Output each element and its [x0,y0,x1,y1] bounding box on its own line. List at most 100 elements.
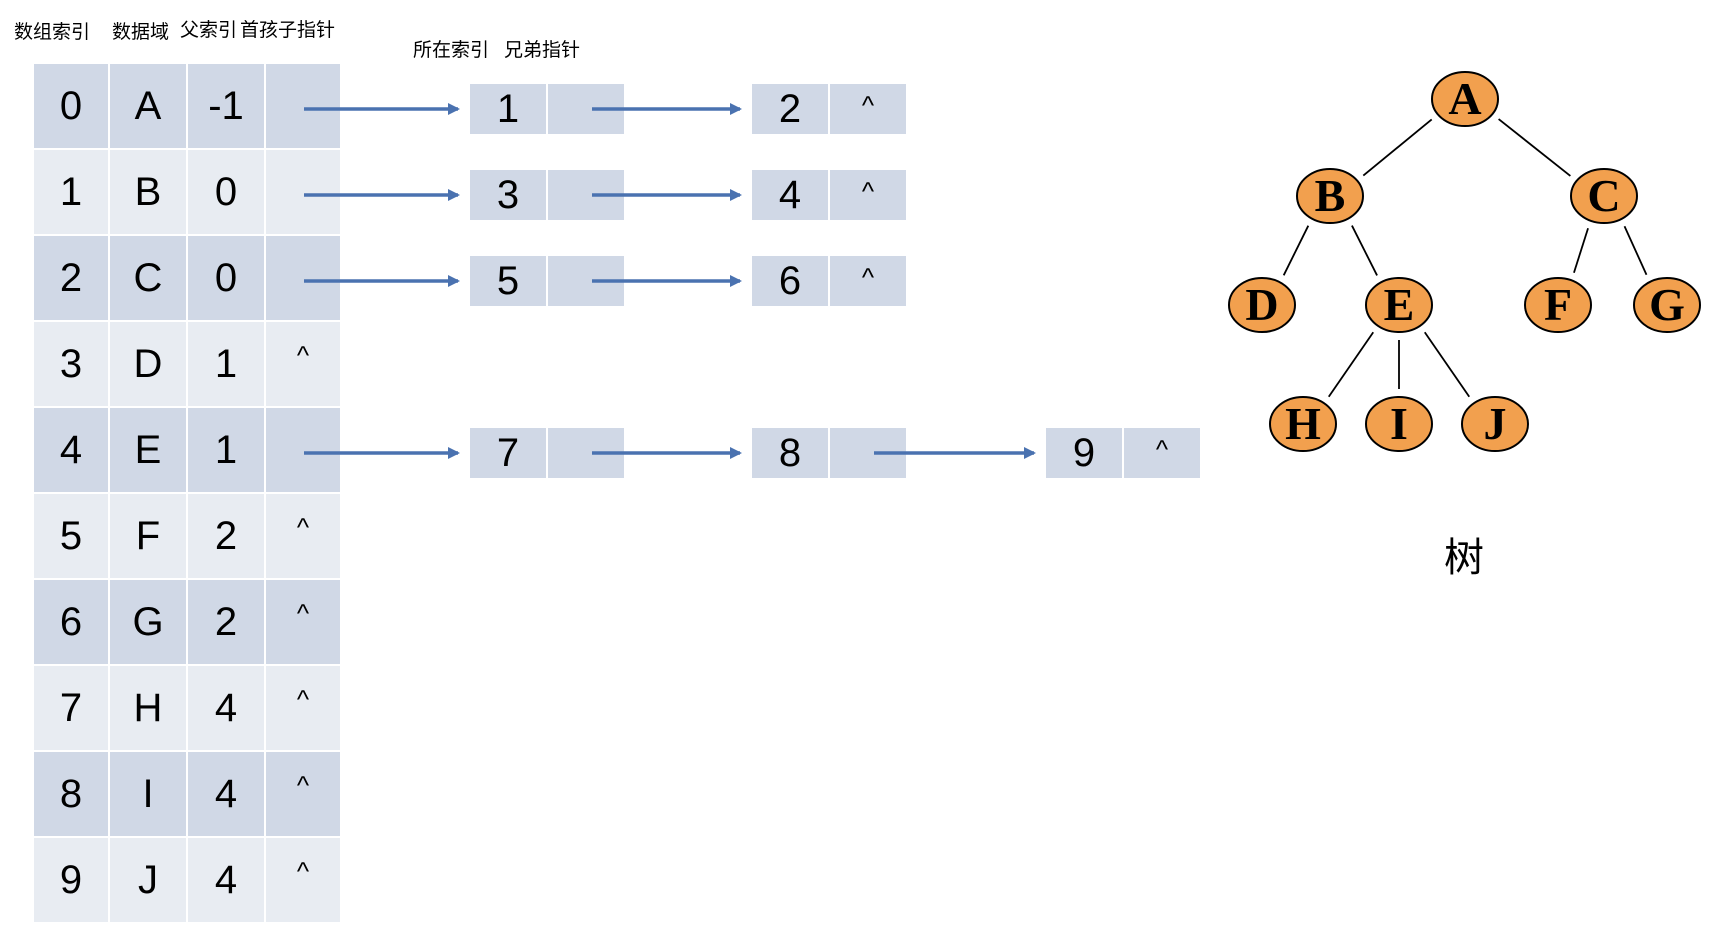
header-parent-index: 父索引 [180,19,238,41]
table-cell-parent: -1 [188,64,264,148]
tree-node-a: A [1431,71,1499,127]
tree-node-label: D [1245,279,1278,330]
table-cell-data: D [110,322,186,406]
header-array-index: 数组索引 [14,21,91,43]
table-cell-parent: 4 [188,666,264,750]
tree-edge-b-e [1351,225,1378,276]
tree-node-circle [1524,277,1592,333]
tree-edge-a-c [1498,118,1571,177]
table-cell-data: I [110,752,186,836]
table-cell-child [266,236,340,320]
table-cell-index: 5 [34,494,108,578]
tree-node-circle [1228,277,1296,333]
tree-node-label: C [1587,170,1620,221]
header-first-child-pointer: 首孩子指针 [240,19,336,41]
tree-node-circle [1461,396,1529,452]
table-cell-index: 6 [34,580,108,664]
list-node-value: 6 [752,256,828,306]
tree-node-circle [1269,396,1337,452]
tree-node-g: G [1633,277,1701,333]
tree-node-label: A [1448,73,1481,124]
table-cell-child: ^ [266,580,340,664]
header-data-field: 数据域 [112,21,170,43]
table-cell-child [266,64,340,148]
tree-node-f: F [1524,277,1592,333]
table-cell-data: J [110,838,186,922]
tree-node-circle [1431,71,1499,127]
tree-node-e: E [1365,277,1433,333]
tree-node-circle [1570,168,1638,224]
table-cell-index: 4 [34,408,108,492]
tree-node-j: J [1461,396,1529,452]
table-cell-parent: 0 [188,150,264,234]
tree-drawing: A B C D E F G H I J [1228,71,1701,452]
tree-node-h: H [1269,396,1337,452]
tree-node-label: G [1649,279,1685,330]
table-cell-child: ^ [266,322,340,406]
table-cell-data: G [110,580,186,664]
table-cell-index: 8 [34,752,108,836]
tree-caption: 树 [1444,535,1484,581]
header-sibling-pointer: 兄弟指针 [504,39,581,61]
tree-node-label: B [1315,170,1346,221]
table-cell-parent: 1 [188,408,264,492]
table-cell-index: 1 [34,150,108,234]
table-cell-child [266,408,340,492]
table-cell-data: B [110,150,186,234]
table-cell-child: ^ [266,752,340,836]
tree-node-label: I [1390,398,1408,449]
table-cell-child [266,150,340,234]
tree-node-i: I [1365,396,1433,452]
table-cell-data: C [110,236,186,320]
list-node-value: 5 [470,256,546,306]
table-cell-parent: 4 [188,752,264,836]
table-cell-data: H [110,666,186,750]
table-cell-index: 9 [34,838,108,922]
table-cell-index: 2 [34,236,108,320]
tree-node-label: H [1285,398,1321,449]
tree-node-circle [1633,277,1701,333]
table-cell-data: F [110,494,186,578]
table-cell-data: A [110,64,186,148]
tree-node-c: C [1570,168,1638,224]
list-node-next: ^ [830,84,906,134]
list-node-next: ^ [830,170,906,220]
pointer-arrows [304,103,1036,459]
tree-node-label: J [1484,398,1507,449]
tree-node-circle [1365,277,1433,333]
table-cell-index: 3 [34,322,108,406]
tree-node-circle [1296,168,1364,224]
list-node-value: 2 [752,84,828,134]
list-node-value: 9 [1046,428,1122,478]
table-cell-parent: 2 [188,580,264,664]
tree-edge-c-f [1573,227,1589,274]
table-cell-child: ^ [266,494,340,578]
table-cell-parent: 4 [188,838,264,922]
table-cell-child: ^ [266,666,340,750]
tree-node-d: D [1228,277,1296,333]
list-node-value: 3 [470,170,546,220]
tree-edge-b-d [1282,225,1310,276]
table-cell-index: 0 [34,64,108,148]
table-cell-child: ^ [266,838,340,922]
list-node-value: 8 [752,428,828,478]
tree-edge-e-j [1424,331,1470,398]
tree-node-label: E [1384,279,1415,330]
table-cell-parent: 0 [188,236,264,320]
table-cell-index: 7 [34,666,108,750]
table-cell-data: E [110,408,186,492]
tree-node-circle [1365,396,1433,452]
tree-edge-e-h [1328,331,1374,398]
list-node-next: ^ [1124,428,1200,478]
list-node-next: ^ [830,256,906,306]
table-cell-parent: 1 [188,322,264,406]
list-node-value: 4 [752,170,828,220]
list-node-value: 1 [470,84,546,134]
table-cell-parent: 2 [188,494,264,578]
tree-edge-a-b [1362,118,1433,177]
tree-node-label: F [1544,279,1572,330]
list-node-value: 7 [470,428,546,478]
tree-edge-c-g [1623,225,1648,276]
tree-node-b: B [1296,168,1364,224]
